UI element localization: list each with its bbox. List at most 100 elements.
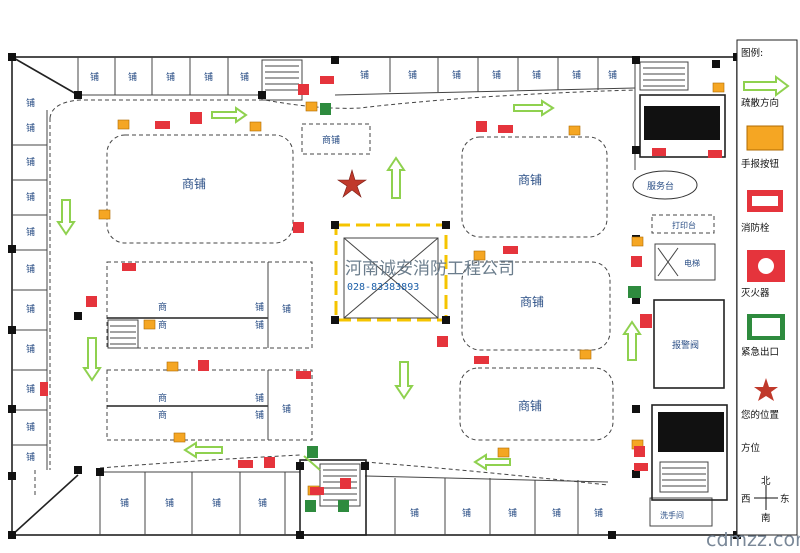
manual-alarm-button-icon (631, 236, 644, 247)
compass: 北 西 东 南 (741, 476, 790, 524)
stall-label: 铺 (90, 71, 99, 83)
stall-label: 铺 (26, 343, 35, 355)
legend-label-alarm: 手报按钮 (741, 158, 780, 170)
stall-label: 铺 (594, 507, 603, 519)
evacuation-arrows (56, 99, 642, 471)
stall-label: 铺 (120, 497, 129, 509)
evacuation-arrow-icon (56, 199, 76, 236)
shop-label: 商铺 (182, 176, 206, 191)
manual-alarm-button-icon (173, 432, 186, 443)
service-area: 服务台 打印台 电梯 报警阀 洗手间 (632, 170, 725, 527)
fire-extinguisher-icon (198, 360, 209, 371)
manual-alarm-button-icon (746, 125, 784, 151)
fire-hydrant-icon (634, 463, 648, 471)
compass-south: 南 (761, 512, 771, 524)
evacuation-arrow-icon (473, 453, 511, 471)
emergency-exit-icon (338, 500, 349, 512)
fire-extinguisher-icon (437, 336, 448, 347)
legend-orientation: 方位 (741, 442, 761, 454)
fire-hydrant-icon (155, 121, 170, 129)
stall-label: 铺 (452, 69, 461, 81)
legend-label-extinguisher: 灭火器 (741, 288, 770, 299)
shop-second-char: 铺 (255, 409, 264, 421)
shop-block-northeast (461, 136, 608, 238)
manual-alarm-button-icon (117, 119, 130, 130)
evacuation-arrow-icon (513, 99, 555, 117)
fire-hydrant-icon (320, 76, 334, 84)
emergency-exit-icon (305, 500, 316, 512)
elevator-label: 电梯 (684, 258, 700, 268)
evacuation-arrow-icon (211, 106, 248, 124)
stall-label: 铺 (26, 421, 35, 433)
fire-extinguisher-icon (631, 256, 642, 267)
stall-label: 铺 (26, 226, 35, 238)
stall-label: 铺 (282, 403, 291, 415)
stall-label: 铺 (282, 303, 291, 315)
shop-label: 商铺 (322, 134, 340, 146)
stall-label: 铺 (532, 69, 541, 81)
stall-label: 铺 (26, 303, 35, 315)
legend-label-exit: 紧急出口 (741, 346, 779, 358)
fire-hydrants (40, 76, 722, 495)
stairwell-northeast (639, 61, 726, 158)
stall-label: 铺 (408, 69, 417, 81)
stairwell-west (107, 319, 139, 349)
manual-alarm-button-icon (98, 209, 111, 220)
top-stall-row: 铺 铺 铺 铺 铺 铺 铺 铺 铺 铺 铺 铺 (77, 57, 636, 170)
fire-hydrant-icon (652, 148, 666, 156)
fire-hydrant-icon (708, 150, 722, 158)
fire-hydrant-icon (122, 263, 136, 271)
shop-first-char: 商 (158, 319, 167, 331)
compass-east: 东 (780, 493, 790, 505)
watermark-phone: 028-83383893 (347, 282, 419, 293)
shop-first-char: 商 (158, 409, 167, 421)
stall-label: 铺 (552, 507, 561, 519)
stall-label: 铺 (166, 71, 175, 83)
shop-second-char: 铺 (255, 319, 264, 331)
you-are-here-star-icon (337, 168, 367, 198)
evacuation-arrow-icon (183, 441, 223, 459)
left-stall-column: 铺 铺 铺 铺 铺 铺 铺 铺 铺 铺 铺 (12, 97, 48, 470)
site-watermark: cdmzz.com (706, 529, 800, 551)
manual-alarm-button-icon (473, 250, 486, 261)
emergency-exit-icon (307, 446, 318, 458)
manual-alarm-buttons (98, 82, 725, 496)
legend-label-evacuation: 疏散方向 (741, 97, 779, 109)
fire-hydrant-icon (503, 246, 518, 254)
shop-cluster-lower (106, 369, 313, 441)
central-atrium: 河南诚安消防工程公司 028-83383893 (334, 223, 515, 322)
restroom-label: 洗手间 (660, 510, 684, 520)
alarm-valve-label: 报警阀 (672, 339, 699, 351)
evacuation-arrow-icon (303, 455, 321, 471)
stall-label: 铺 (26, 122, 35, 134)
manual-alarm-button-icon (143, 319, 156, 330)
fire-extinguisher-icon (190, 112, 202, 124)
fire-hydrant-icon (640, 314, 652, 328)
stairwell-north (261, 59, 303, 101)
legend-label-location: 您的位置 (741, 409, 779, 421)
manual-alarm-button-icon (249, 121, 262, 132)
shop-label: 商铺 (518, 172, 542, 187)
fire-extinguisher-icon (340, 478, 351, 489)
stall-label: 铺 (508, 507, 517, 519)
manual-alarm-button-icon (579, 349, 592, 360)
stall-label: 铺 (492, 69, 501, 81)
stall-label: 铺 (240, 71, 249, 83)
shop-blocks: 商铺 商铺 商铺 商铺 商铺 商 铺 商 铺 铺 商 铺 商 铺 铺 (106, 123, 614, 441)
manual-alarm-button-icon (166, 361, 179, 372)
walkway-outlines (34, 89, 636, 495)
shop-label: 商铺 (520, 294, 544, 309)
fire-hydrant-icon (40, 382, 48, 396)
stall-label: 铺 (26, 191, 35, 203)
evacuation-arrow-icon (82, 337, 102, 382)
fire-hydrant-icon (498, 125, 513, 133)
stall-label: 铺 (462, 507, 471, 519)
you-are-here-star-icon (754, 378, 778, 401)
fire-extinguisher-icon (298, 84, 309, 95)
stall-label: 铺 (26, 263, 35, 275)
emergency-exit-icon (320, 103, 331, 115)
fire-hydrant-icon (474, 356, 489, 364)
stall-label: 铺 (204, 71, 213, 83)
stall-label: 铺 (572, 69, 581, 81)
legend-label-hydrant: 消防栓 (741, 222, 770, 234)
